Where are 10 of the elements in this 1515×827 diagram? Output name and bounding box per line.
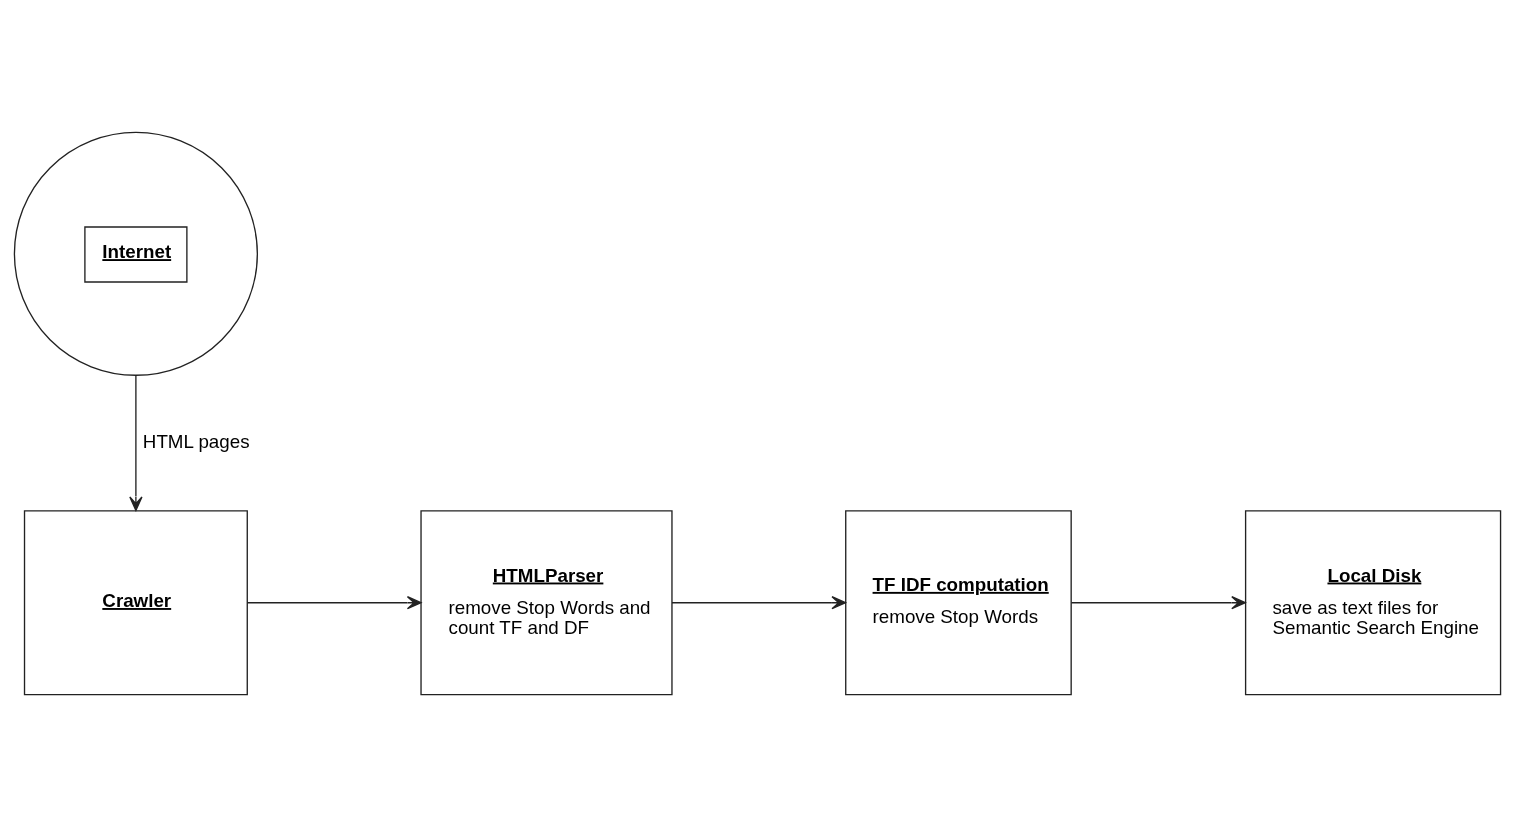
edge-label: HTML pages <box>142 431 250 452</box>
arrow <box>246 596 422 610</box>
arrow <box>671 596 847 610</box>
node-box: HTMLParser remove Stop Words and count TF and DF <box>420 510 673 696</box>
node-box: TF IDF computation remove Stop Words <box>845 510 1072 696</box>
node-box: Local Disk save as text files for Semantic Search Engine <box>1244 510 1502 696</box>
node-box: Crawler <box>23 510 248 696</box>
arrow <box>1070 596 1246 610</box>
arrow <box>129 374 143 512</box>
node-circle: Internet <box>13 131 259 376</box>
